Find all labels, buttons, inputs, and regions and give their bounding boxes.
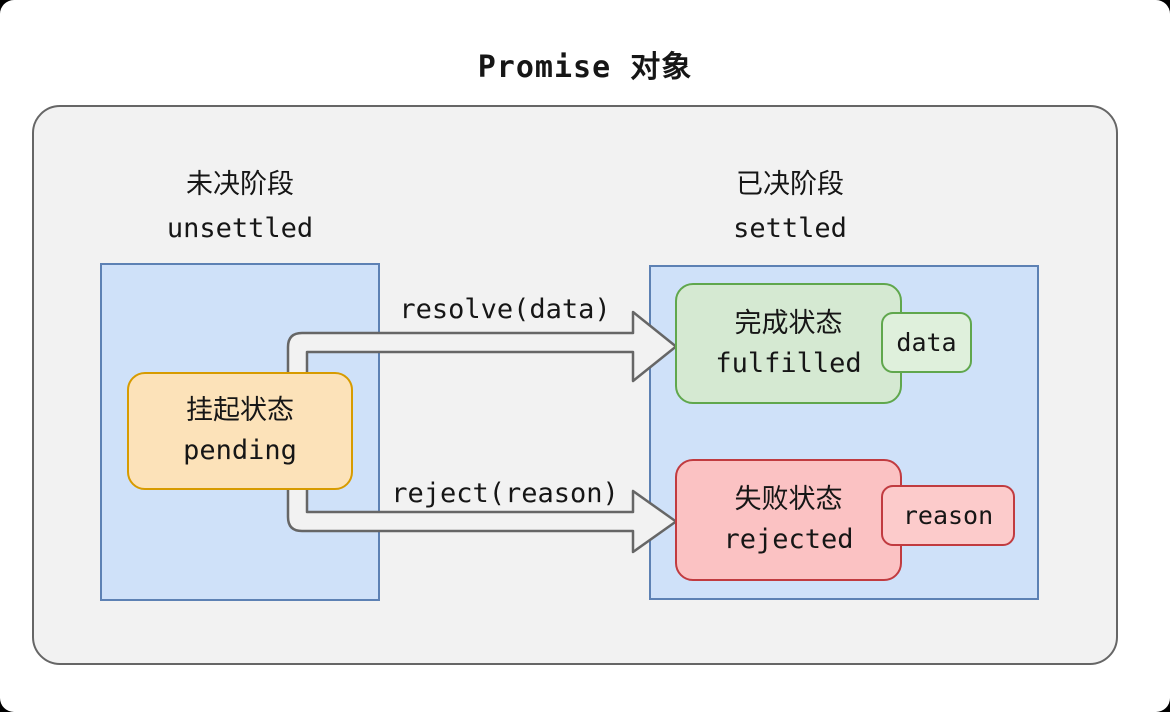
settled-phase-label: 已决阶段 settled [650,170,930,244]
rejected-state-label-en: rejected [723,524,854,555]
rejected-payload-box: reason [881,485,1015,546]
fulfilled-state-box: 完成状态 fulfilled [675,283,902,404]
rejected-state-label-zh: 失败状态 [734,484,843,515]
pending-state-box: 挂起状态 pending [127,372,353,490]
pending-state-label-en: pending [183,435,297,466]
resolve-transition-label: resolve(data) [399,294,611,325]
fulfilled-state-label-en: fulfilled [715,347,862,379]
fulfilled-state-label-zh: 完成状态 [734,307,843,339]
rejected-payload-label: reason [902,501,994,530]
settled-phase-label-en: settled [733,213,847,244]
unsettled-phase-label-zh: 未决阶段 [186,169,294,200]
unsettled-phase-label-en: unsettled [166,213,314,244]
fulfilled-payload-label: data [896,328,957,357]
diagram-title: Promise 对象 [477,50,693,85]
pending-state-label-zh: 挂起状态 [186,395,294,426]
reject-transition-label: reject(reason) [391,478,619,509]
unsettled-phase-label: 未决阶段 unsettled [100,170,380,244]
rejected-state-box: 失败状态 rejected [675,459,902,581]
settled-phase-label-zh: 已决阶段 [736,169,844,200]
fulfilled-payload-box: data [881,312,972,373]
